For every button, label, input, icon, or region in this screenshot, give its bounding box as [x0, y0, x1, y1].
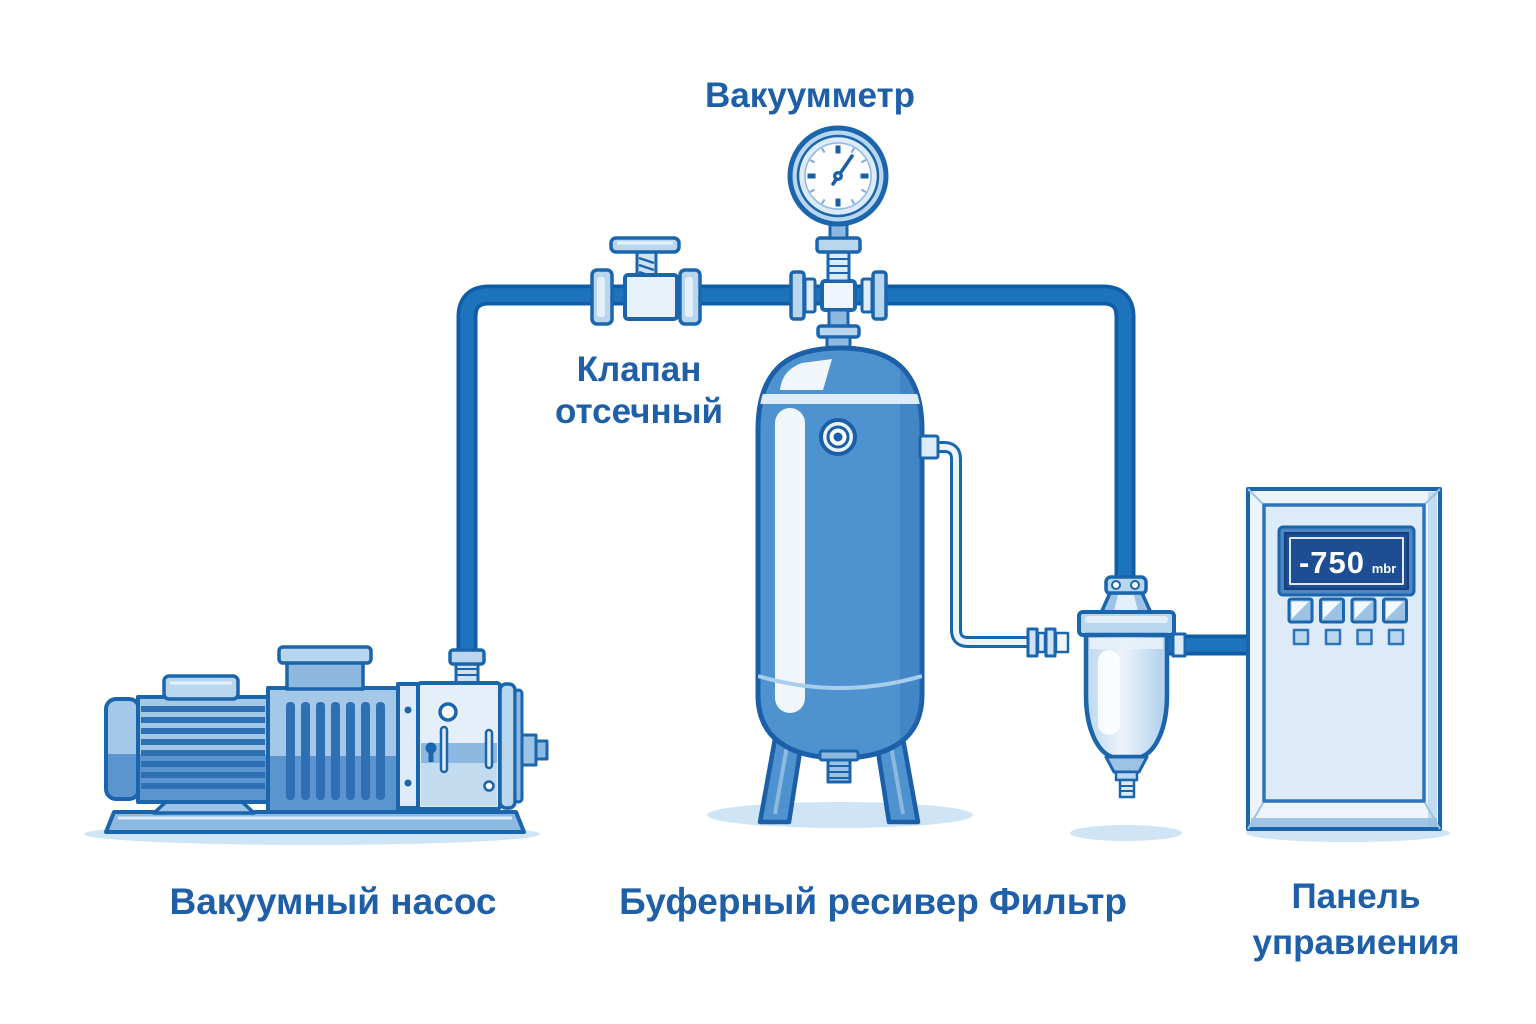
- tank-highlight-stripe: [775, 408, 805, 713]
- pump-shaft: [520, 733, 538, 767]
- shutoff-valve-icon: [590, 236, 702, 326]
- pump-base: [104, 810, 526, 834]
- panel-buttons-large: [1287, 597, 1408, 624]
- filter-drain: [1118, 778, 1136, 799]
- pump-inlet-threads: [454, 661, 480, 685]
- filter-bowl-highlight: [1098, 650, 1120, 735]
- panel-button: [1287, 597, 1314, 624]
- gauge-major-ticks: [807, 145, 869, 207]
- pump-top-box-lid: [277, 645, 373, 665]
- pump-sight-glass: [438, 702, 458, 722]
- valve-handle: [609, 236, 681, 254]
- cross-body: [820, 279, 857, 312]
- gauge-minor-ticks: [809, 147, 867, 205]
- motor-fins: [141, 706, 265, 789]
- filter-left-port: [1054, 631, 1070, 654]
- pump-mid-fins: [286, 702, 385, 800]
- gauge-nut: [815, 236, 862, 254]
- panel-button-small: [1387, 628, 1405, 646]
- filter-label: Фильтр: [989, 881, 1127, 922]
- panel-button-small: [1292, 628, 1310, 646]
- pressure-display-value: -750: [1299, 545, 1365, 580]
- filter-right-port: [1171, 632, 1187, 658]
- cross-flange-left-inner: [803, 277, 817, 314]
- filter-coupling: [1026, 627, 1039, 658]
- pump-inlet-nut: [448, 648, 486, 666]
- pipe-tank-to-filter: [932, 444, 1062, 645]
- tank-detail: [758, 348, 922, 758]
- panel-label-line1: Панель: [1292, 877, 1421, 916]
- panel-button: [1350, 597, 1377, 624]
- motor-junction-box: [162, 674, 240, 701]
- filter-icon: [1026, 575, 1187, 799]
- filter-drain-cone: [1104, 755, 1149, 774]
- tank-side-port: [918, 434, 940, 460]
- cross-flange-left-outer: [789, 270, 806, 321]
- tank-neck-flange: [816, 324, 861, 339]
- vacuum-pump-icon: [104, 645, 549, 834]
- receiver-label: Буферный ресивер: [619, 881, 979, 922]
- tank-lower-seam: [758, 674, 922, 690]
- panel-button-small: [1356, 628, 1373, 646]
- panel-button: [1382, 597, 1408, 624]
- valve-body: [623, 273, 679, 321]
- diagram-labels: Вакуумметр Клапан отсечный Вакуумный нас…: [169, 76, 1459, 962]
- valve-label-line1: Клапан: [577, 350, 702, 389]
- filter-head: [1077, 610, 1176, 637]
- pump-end-flange: [498, 682, 517, 810]
- buffer-receiver-icon: [755, 345, 940, 825]
- valve-label-line2: отсечный: [555, 392, 723, 431]
- cross-flange-right-outer: [871, 270, 888, 321]
- pump-coupling: [396, 682, 420, 810]
- pressure-display-unit: mbr: [1372, 561, 1397, 576]
- filter-shadow: [1070, 825, 1182, 841]
- tank-shadow: [707, 802, 973, 828]
- panel-button-small: [1324, 628, 1342, 646]
- cross-flange-right-inner: [860, 277, 874, 314]
- control-panel-icon: -750 mbr: [1246, 487, 1442, 831]
- panel-label-line2: управиения: [1252, 923, 1459, 962]
- pump-label: Вакуумный насос: [169, 881, 496, 922]
- panel-button: [1319, 597, 1345, 624]
- tank-dome-highlight: [780, 359, 832, 390]
- pump-top-box: [285, 659, 365, 691]
- panel-buttons-small: [1292, 628, 1405, 646]
- tank-seam-band: [758, 394, 922, 404]
- pipe-tank-to-filter-outline: [932, 441, 1062, 648]
- vacuum-gauge-icon: [787, 125, 889, 352]
- motor-end-cap: [104, 697, 141, 801]
- pressure-display: [1284, 532, 1409, 590]
- gauge-label: Вакуумметр: [705, 76, 915, 115]
